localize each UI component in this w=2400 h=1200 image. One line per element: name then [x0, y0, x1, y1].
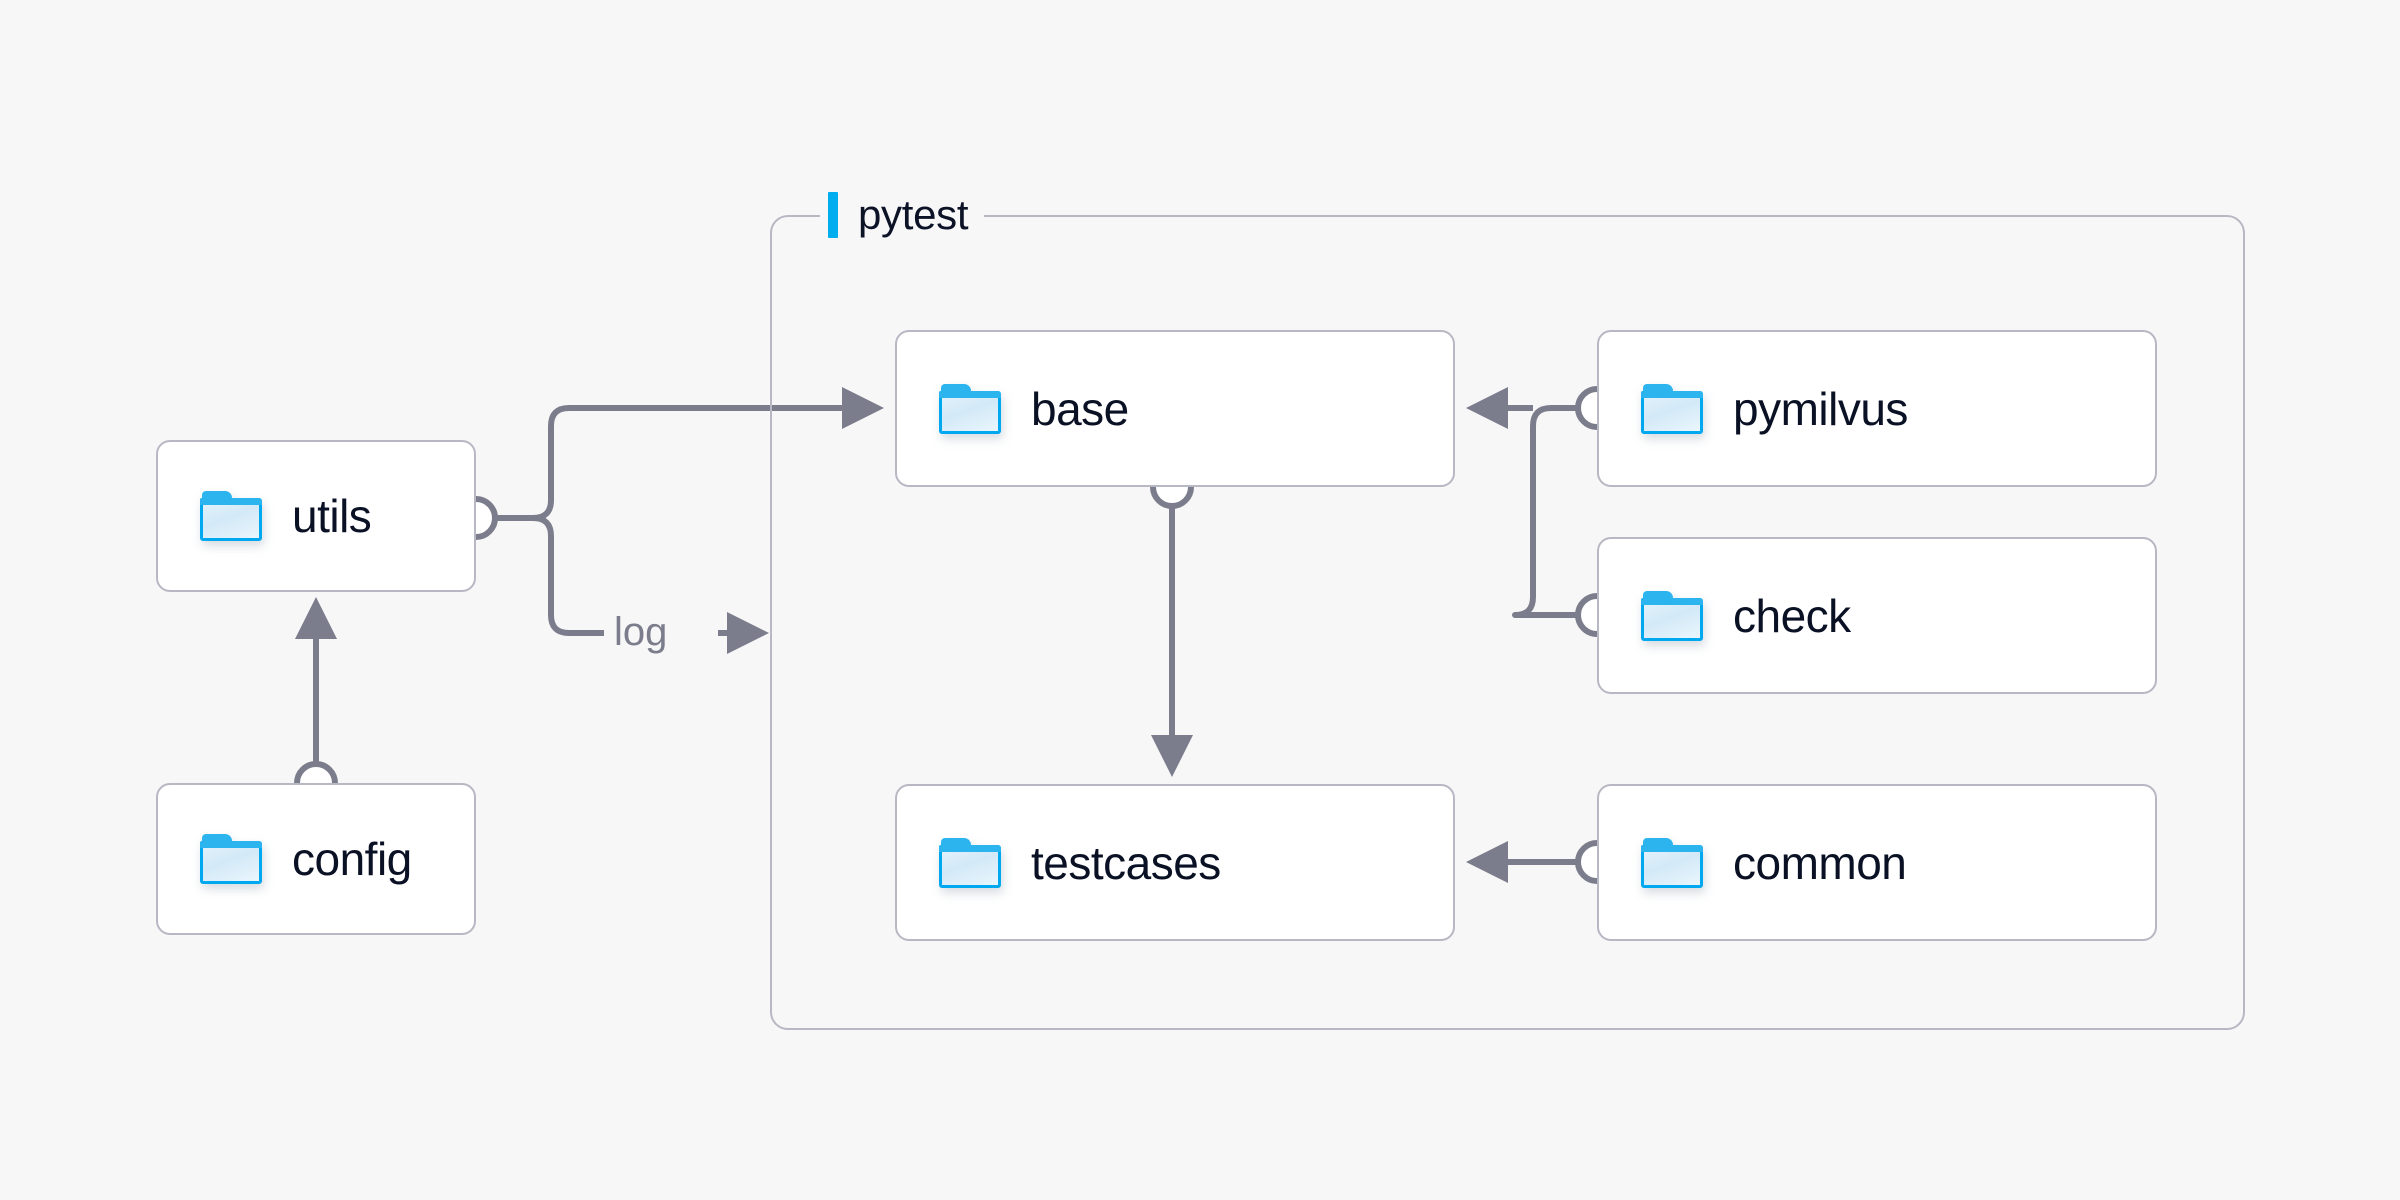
folder-icon [200, 834, 262, 884]
folder-icon [1641, 837, 1703, 888]
group-label-text: pytest [858, 191, 969, 238]
node-check[interactable]: check [1597, 537, 2157, 694]
node-label-testcases: testcases [1031, 836, 1221, 889]
node-label-pymilvus: pymilvus [1733, 382, 1908, 435]
folder-icon [1641, 590, 1703, 641]
edge-label-log: log [604, 612, 678, 652]
folder-icon [1641, 383, 1703, 434]
folder-icon [939, 837, 1001, 888]
folder-icon [200, 491, 262, 541]
node-testcases[interactable]: testcases [895, 784, 1455, 941]
node-label-utils: utils [292, 490, 372, 542]
node-label-base: base [1031, 382, 1129, 435]
node-label-config: config [292, 833, 412, 885]
pytest-group-label: pytest [820, 188, 985, 242]
node-label-common: common [1733, 836, 1907, 889]
edge-utils-to-group-log [532, 515, 605, 636]
node-utils[interactable]: utils [156, 440, 476, 592]
folder-icon [939, 383, 1001, 434]
node-label-check: check [1733, 589, 1851, 642]
pytest-group-box[interactable] [770, 215, 2245, 1030]
node-config[interactable]: config [156, 783, 476, 935]
node-base[interactable]: base [895, 330, 1455, 487]
node-pymilvus[interactable]: pymilvus [1597, 330, 2157, 487]
group-accent-bar [828, 192, 838, 238]
node-common[interactable]: common [1597, 784, 2157, 941]
